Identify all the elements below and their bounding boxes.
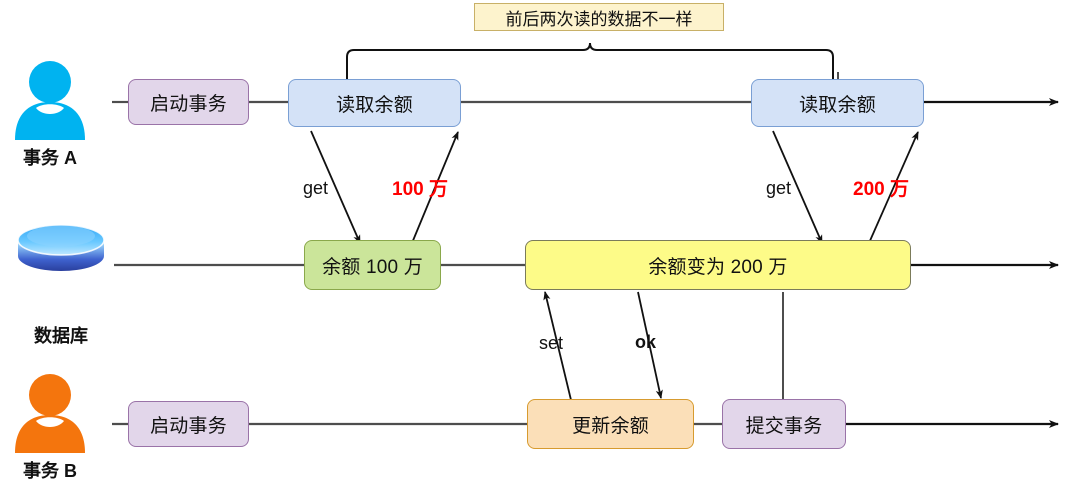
edge-label-get-1: get xyxy=(303,178,329,198)
person-icon-transaction-a xyxy=(15,61,85,140)
lane-label-transaction-a: 事务 A xyxy=(23,148,77,168)
arrow-value-2 xyxy=(868,131,919,244)
node-transaction-b-commit[interactable]: 提交事务 xyxy=(722,399,846,449)
arrow-value-1 xyxy=(411,131,459,244)
node-database-balance-updated[interactable]: 余额变为 200 万 xyxy=(525,240,911,290)
edge-label-set: set xyxy=(539,333,564,353)
node-transaction-a-read-2[interactable]: 读取余额 xyxy=(751,79,924,127)
lane-label-database: 数据库 xyxy=(34,326,88,346)
person-icon-transaction-b xyxy=(15,374,85,453)
edge-label-value-1: 100 万 xyxy=(392,179,448,200)
node-transaction-a-read-1[interactable]: 读取余额 xyxy=(288,79,461,127)
arrow-ok xyxy=(637,291,663,399)
lane-label-transaction-b: 事务 B xyxy=(23,461,77,481)
brace-repeat-read xyxy=(346,42,834,79)
edge-label-value-2: 200 万 xyxy=(853,179,909,200)
arrow-get-1 xyxy=(310,130,361,244)
annotation-banner: 前后两次读的数据不一样 xyxy=(474,3,724,31)
node-database-balance-initial[interactable]: 余额 100 万 xyxy=(304,240,441,290)
node-transaction-b-begin[interactable]: 启动事务 xyxy=(128,401,249,447)
arrow-get-2 xyxy=(772,130,823,244)
arrow-set xyxy=(543,291,572,401)
edge-label-get-2: get xyxy=(766,178,792,198)
edge-label-ok: ok xyxy=(635,332,657,352)
node-transaction-b-update[interactable]: 更新余额 xyxy=(527,399,694,449)
database-cylinder-icon xyxy=(17,224,105,271)
node-transaction-a-begin[interactable]: 启动事务 xyxy=(128,79,249,125)
